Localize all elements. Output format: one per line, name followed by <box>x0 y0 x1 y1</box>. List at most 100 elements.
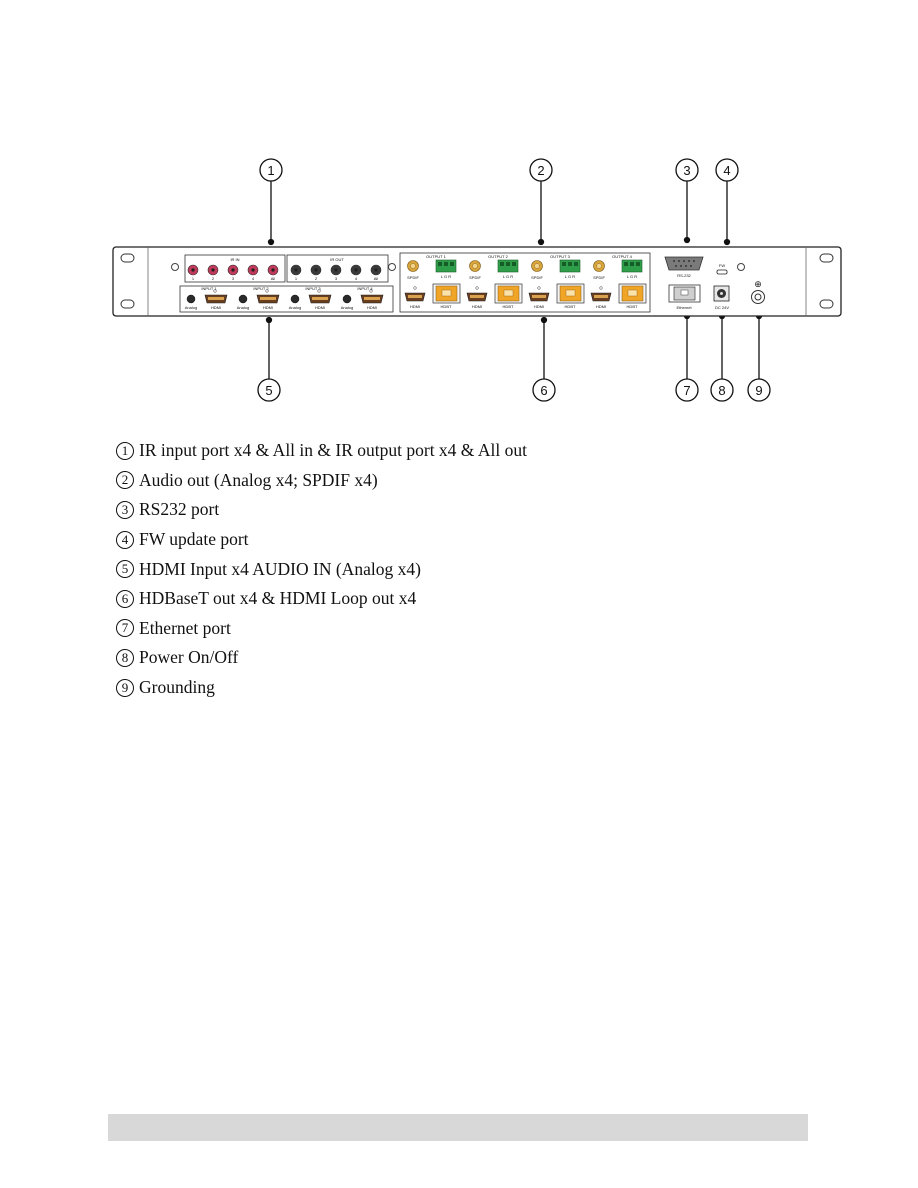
rack-slot-icon <box>120 253 135 263</box>
legend-number: 9 <box>116 678 134 697</box>
ir-in-jack-label: 1 <box>192 276 195 281</box>
callout-1 <box>259 158 283 246</box>
callout-label-3: 3 <box>683 163 690 178</box>
legend-text: Audio out (Analog x4; SPDIF x4) <box>139 469 378 490</box>
ir-out-jack-3[interactable] <box>330 264 342 276</box>
spdif-out-jack[interactable] <box>593 260 605 272</box>
analog-label: Analog <box>341 305 353 310</box>
output-label: OUTPUT 2 <box>488 254 508 259</box>
ir-out-jack-1[interactable] <box>290 264 302 276</box>
ir-in-jack-label: All <box>271 276 276 281</box>
ir-out-jack-label: 3 <box>335 276 338 281</box>
hdmi-loop-out-port[interactable] <box>590 286 612 302</box>
dc-power-port[interactable]: DC 24V <box>713 285 730 310</box>
legend-item-8: 8 Power On/Off <box>116 643 527 673</box>
hdbt-label: HDBT <box>441 304 452 309</box>
spdif-label: SPDIF <box>469 275 481 280</box>
legend-number: 2 <box>116 471 134 490</box>
ir-out-jack-2[interactable] <box>310 264 322 276</box>
analog-audio-in-jack[interactable] <box>238 294 248 304</box>
analog-audio-out-terminal[interactable] <box>559 259 581 273</box>
hdmi-loop-out-port[interactable] <box>528 286 550 302</box>
input-3: INPUT 3 Analog HDMI <box>289 286 332 310</box>
hdmi-input-port[interactable] <box>308 289 332 304</box>
output-label: OUTPUT 4 <box>612 254 632 259</box>
analog-label: Analog <box>289 305 301 310</box>
hdbt-label: HDBT <box>565 304 576 309</box>
hdbt-label: HDBT <box>627 304 638 309</box>
ir-in-jack-1[interactable] <box>187 264 199 276</box>
hdbaset-out-port[interactable] <box>618 283 647 304</box>
callout-4 <box>715 158 739 246</box>
ir-out-jack-label: 1 <box>295 276 298 281</box>
spdif-label: SPDIF <box>407 275 419 280</box>
analog-audio-out-terminal[interactable] <box>435 259 457 273</box>
legend-item-2: 2 Audio out (Analog x4; SPDIF x4) <box>116 466 527 496</box>
ir-in-jack-label: 2 <box>212 276 215 281</box>
dc-label: DC 24V <box>715 305 729 310</box>
spdif-out-jack[interactable] <box>407 260 419 272</box>
ir-out-jack-label: 4 <box>355 276 358 281</box>
hdmi-label: HDMI <box>534 304 544 309</box>
ethernet-port[interactable]: Ethernet <box>668 284 701 310</box>
callout-label-5: 5 <box>265 383 272 398</box>
legend-number: 5 <box>116 560 134 579</box>
analog-audio-in-jack[interactable] <box>342 294 352 304</box>
analog-audio-in-jack[interactable] <box>186 294 196 304</box>
hdbaset-out-port[interactable] <box>494 283 523 304</box>
ir-in-label: IR IN <box>230 257 239 262</box>
callout-5 <box>257 316 281 402</box>
callout-6 <box>532 316 556 402</box>
spdif-label: SPDIF <box>531 275 543 280</box>
hdmi-label: HDMI <box>263 305 273 310</box>
rs232-label: RS-232 <box>677 273 691 278</box>
hdmi-loop-out-port[interactable] <box>466 286 488 302</box>
ir-out-jack-4[interactable] <box>350 264 362 276</box>
analog-audio-out-terminal[interactable] <box>621 259 643 273</box>
hdmi-input-port[interactable] <box>360 289 384 304</box>
callouts <box>257 158 771 402</box>
hdmi-loop-out-port[interactable] <box>404 286 426 302</box>
callout-label-4: 4 <box>723 163 730 178</box>
ir-in-jack-label: 4 <box>252 276 255 281</box>
fw-port[interactable]: FW <box>716 263 728 275</box>
callout-label-8: 8 <box>718 383 725 398</box>
analog-audio-out-terminal[interactable] <box>497 259 519 273</box>
rack-slot-icon <box>819 253 834 263</box>
input-label: INPUT 4 <box>357 286 373 291</box>
hdbaset-out-port[interactable] <box>432 283 461 304</box>
output-label: OUTPUT 1 <box>426 254 446 259</box>
ir-in-jack-3[interactable] <box>227 264 239 276</box>
hdmi-input-port[interactable] <box>256 289 280 304</box>
input-label: INPUT 3 <box>305 286 321 291</box>
spdif-out-jack[interactable] <box>469 260 481 272</box>
grounding-terminal[interactable]: ⊕ <box>751 279 765 304</box>
hdbaset-out-port[interactable] <box>556 283 585 304</box>
hdmi-label: HDMI <box>315 305 325 310</box>
screw-icon <box>388 263 396 271</box>
footer-bar <box>108 1114 808 1141</box>
legend-number: 8 <box>116 648 134 667</box>
ir-in-jack-5[interactable] <box>267 264 279 276</box>
hdmi-input-port[interactable] <box>204 289 228 304</box>
legend-item-9: 9 Grounding <box>116 673 527 703</box>
legend-text: HDBaseT out x4 & HDMI Loop out x4 <box>139 588 417 609</box>
legend-text: Power On/Off <box>139 647 239 668</box>
legend-text: Grounding <box>139 677 215 698</box>
ir-in-jack-2[interactable] <box>207 264 219 276</box>
ir-out-jack-5[interactable] <box>370 264 382 276</box>
screw-icon <box>737 263 745 271</box>
spdif-out-jack[interactable] <box>531 260 543 272</box>
ir-in-jack-4[interactable] <box>247 264 259 276</box>
analog-audio-in-jack[interactable] <box>290 294 300 304</box>
rs232-port[interactable]: RS-232 <box>664 256 704 278</box>
